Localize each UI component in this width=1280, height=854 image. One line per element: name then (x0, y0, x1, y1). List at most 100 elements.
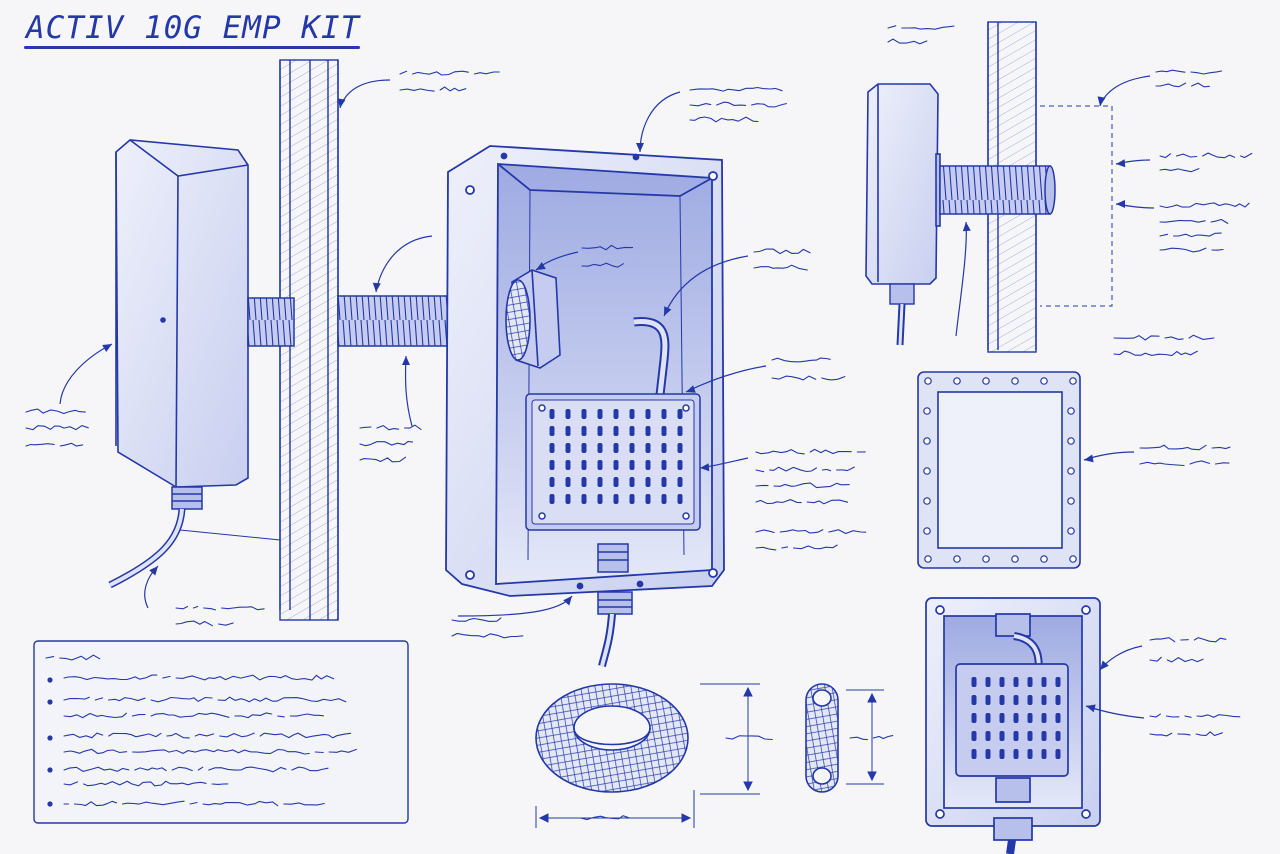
terminal-pin (1042, 677, 1047, 687)
leader-arrowhead (963, 222, 971, 231)
terminal-pin (1028, 713, 1033, 723)
lock-nut-icon (506, 270, 560, 368)
terminal-pin (1000, 749, 1005, 759)
junction-box-cable-gland-icon (598, 544, 632, 666)
terminal-pin (550, 460, 555, 470)
terminal-pin (598, 409, 603, 419)
terminal-pin (566, 426, 571, 436)
handwritten-annotation-line (1140, 461, 1229, 466)
terminal-pin (1042, 713, 1047, 723)
terminal-pin (972, 731, 977, 741)
terminal-pin (630, 426, 635, 436)
terminal-pin (582, 426, 587, 436)
terminal-pin (1000, 731, 1005, 741)
terminal-pin (550, 443, 555, 453)
terminal-pin (646, 460, 651, 470)
terminal-pin (678, 477, 683, 487)
leader-arrow (340, 80, 390, 108)
terminal-pin (662, 409, 667, 419)
terminal-pin (1014, 749, 1019, 759)
terminal-pin (678, 426, 683, 436)
terminal-pin (614, 477, 619, 487)
terminal-pin (582, 409, 587, 419)
handwritten-annotation-line (176, 621, 233, 626)
terminal-pin (986, 749, 991, 759)
handwritten-annotation-line (1160, 153, 1252, 158)
cover-bolt (1041, 378, 1047, 384)
note-bullet (47, 677, 52, 682)
terminal-pin (1028, 695, 1033, 705)
terminal-pin (986, 731, 991, 741)
terminal-pin (550, 494, 555, 504)
cover-bolt (954, 378, 960, 384)
terminal-pin (1028, 749, 1033, 759)
handwritten-annotation-line (754, 265, 807, 270)
handwritten-annotation-line (888, 26, 954, 29)
terminal-pin (1014, 731, 1019, 741)
handwritten-annotation-line (400, 87, 466, 91)
terminal-pin (972, 677, 977, 687)
antenna-enclosure-icon (116, 140, 248, 487)
handwritten-annotation-line (452, 634, 523, 638)
terminal-pin (646, 494, 651, 504)
leader-arrowhead (1084, 455, 1094, 463)
cover-bolt (954, 556, 960, 562)
terminal-pin (678, 460, 683, 470)
leader-arrowhead (563, 596, 572, 606)
leader-arrowhead (338, 98, 346, 108)
note-bullet (47, 801, 52, 806)
cover-bolt (924, 498, 930, 504)
terminal-pin (1014, 677, 1019, 687)
leader-arrow (1100, 76, 1150, 106)
terminal-pin (972, 695, 977, 705)
handwritten-annotation-line (1156, 83, 1209, 87)
terminal-pin (582, 460, 587, 470)
terminal-pin (614, 494, 619, 504)
terminal-pin (630, 443, 635, 453)
terminal-pin (662, 477, 667, 487)
handwritten-annotation-line (772, 358, 830, 362)
handwritten-annotation-line (690, 88, 782, 92)
cover-bolt (924, 408, 930, 414)
handwritten-annotation-line (360, 457, 406, 462)
handwritten-annotation-line (176, 607, 264, 610)
notes-panel (34, 641, 408, 823)
terminal-pin (582, 443, 587, 453)
handwritten-annotation-line (1160, 233, 1221, 237)
cover-bolt (1068, 408, 1074, 414)
handwritten-annotation-line (400, 71, 499, 75)
terminal-pin (598, 460, 603, 470)
side-view-conduit-icon (940, 166, 1055, 214)
leader-arrow (60, 344, 112, 404)
terminal-pin (1056, 695, 1061, 705)
cover-bolt (983, 556, 989, 562)
terminal-pin (566, 494, 571, 504)
handwritten-annotation-line (756, 449, 865, 454)
side-view-antenna-icon (866, 84, 940, 284)
terminal-pin (598, 494, 603, 504)
terminal-pin (646, 477, 651, 487)
terminal-pin (646, 426, 651, 436)
handwritten-annotation-line (1156, 70, 1222, 74)
handwritten-annotation-line (772, 376, 845, 380)
leader-arrow (640, 92, 680, 152)
terminal-pin (972, 713, 977, 723)
cover-bolt (924, 438, 930, 444)
cover-bolt (1068, 468, 1074, 474)
handwritten-annotation-line (1160, 203, 1249, 208)
handwritten-annotation-line (1160, 248, 1223, 252)
handwritten-annotation-line (1160, 220, 1228, 224)
cover-bolt (924, 528, 930, 534)
terminal-pin (630, 460, 635, 470)
cover-bolt (1068, 498, 1074, 504)
terminal-pin (1056, 731, 1061, 741)
handwritten-annotation-line (850, 736, 893, 740)
terminal-pin (662, 443, 667, 453)
terminal-pin (1000, 713, 1005, 723)
terminal-pin (1028, 677, 1033, 687)
cover-bolt (924, 468, 930, 474)
terminal-pin (630, 409, 635, 419)
handwritten-annotation-line (690, 102, 786, 107)
